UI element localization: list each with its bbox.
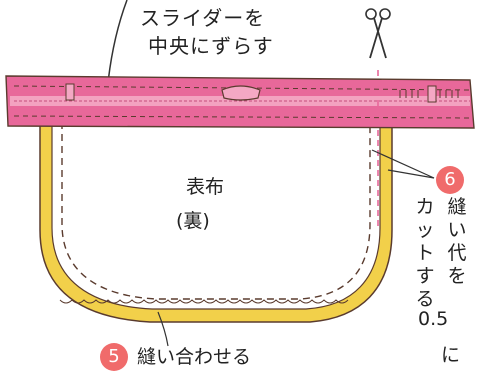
char: 縫 <box>447 196 467 218</box>
char: ッ <box>415 219 435 241</box>
leader-line <box>157 311 169 347</box>
zipper <box>5 75 475 129</box>
step-6-text-col2: カ ッ ト す る <box>414 196 436 311</box>
step-6-suffix: に <box>441 344 461 366</box>
step-6-text-col1: 縫 い 代 を <box>446 196 468 288</box>
fabric-sublabel: (裏) <box>176 210 210 232</box>
fabric-panel <box>51 119 381 310</box>
step-5-text: 縫い合わせる <box>137 346 252 368</box>
fabric-label: 表布 <box>186 176 225 198</box>
zipper-slider <box>221 85 261 101</box>
char: 代 <box>447 242 467 264</box>
char: い <box>447 219 467 241</box>
leader-line <box>371 149 435 179</box>
instruction-line-1: スライダーを <box>140 6 266 30</box>
instruction-line-2: 中央にずらす <box>148 34 274 58</box>
char: ト <box>415 242 435 264</box>
step-5-badge: 5 <box>100 343 128 371</box>
step-6-amount: 0.5 <box>418 308 449 330</box>
char: カ <box>415 196 435 218</box>
scissors-icon <box>365 8 391 59</box>
stitch-line <box>61 110 371 300</box>
step-6-badge: 6 <box>436 166 464 194</box>
char: を <box>447 265 467 287</box>
pinked-edge <box>59 299 349 304</box>
char: す <box>415 265 435 287</box>
char: る <box>415 288 435 310</box>
